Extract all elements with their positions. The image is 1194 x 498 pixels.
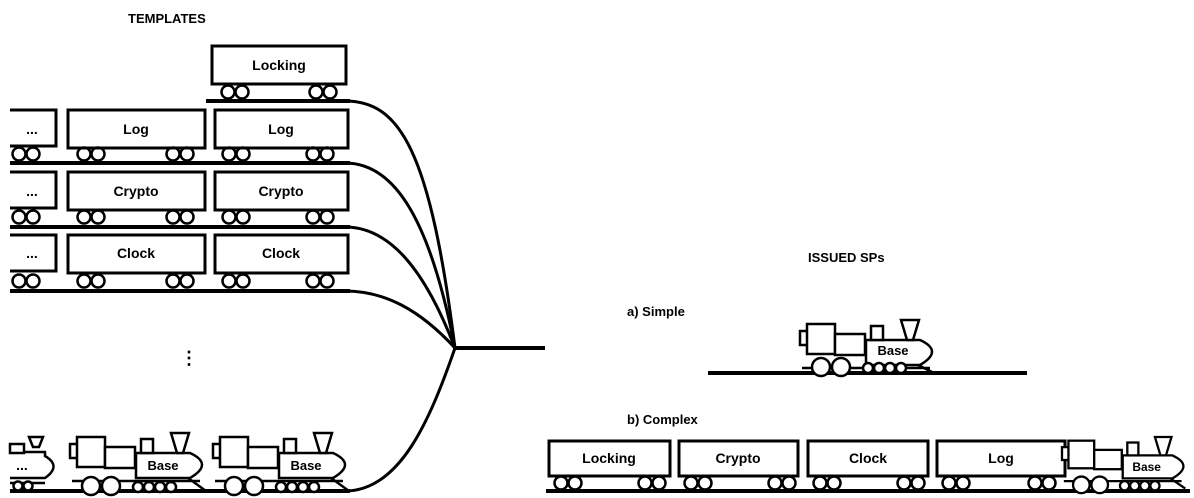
car-clock: Clock	[808, 441, 928, 490]
car-label: Crypto	[113, 183, 158, 199]
locomotive-partial: ...	[10, 437, 54, 491]
car-label: ...	[26, 121, 38, 137]
car-crypto: Crypto	[679, 441, 798, 490]
template-row-clock: ... Clock Clock	[10, 235, 350, 291]
locomotive-label: Base	[147, 458, 178, 473]
car-log: Log	[937, 441, 1065, 490]
car-crypto: Crypto	[68, 172, 205, 224]
car-label: Clock	[849, 450, 887, 466]
car-ellipsis: ...	[10, 172, 56, 224]
car-log: Log	[215, 110, 348, 161]
template-row-locking: Locking	[206, 46, 350, 101]
locomotive-base: Base	[800, 320, 936, 376]
car-label: ...	[26, 245, 38, 261]
car-crypto: Crypto	[215, 172, 348, 224]
locomotive-base: Base	[70, 433, 206, 495]
car-label: Log	[268, 121, 294, 137]
car-label: Crypto	[715, 450, 760, 466]
car-ellipsis: ...	[10, 110, 56, 161]
car-label: Crypto	[258, 183, 303, 199]
car-clock: Clock	[68, 235, 205, 288]
car-label: ...	[26, 183, 38, 199]
locomotive-label: Base	[877, 343, 908, 358]
curve-base	[345, 348, 455, 491]
car-label: Clock	[262, 245, 300, 261]
simple-label: a) Simple	[627, 304, 685, 319]
issued-complex: Locking Crypto Clock Log	[546, 437, 1190, 493]
issued-sps-heading: ISSUED SPs	[808, 250, 885, 265]
car-label: Log	[123, 121, 149, 137]
more-rows-ellipsis: ⋮	[180, 348, 198, 368]
car-ellipsis: ...	[10, 235, 56, 288]
curve-log	[345, 163, 455, 348]
car-log: Log	[68, 110, 205, 161]
car-locking: Locking	[212, 46, 346, 99]
template-row-log: ... Log Log	[10, 110, 350, 163]
wheels	[222, 86, 337, 99]
car-label: Locking	[582, 450, 636, 466]
locomotive-base: Base	[1062, 437, 1185, 493]
complex-label: b) Complex	[627, 412, 699, 427]
car-label: Locking	[252, 57, 306, 73]
car-locking: Locking	[549, 441, 670, 490]
car-label: Log	[988, 450, 1014, 466]
template-row-crypto: ... Crypto Crypto	[10, 172, 350, 227]
car-label: ...	[16, 457, 28, 473]
locomotive-base: Base	[213, 433, 349, 495]
car-label: Clock	[117, 245, 155, 261]
locomotive-label: Base	[290, 458, 321, 473]
locomotive-label: Base	[1132, 460, 1161, 474]
track-junction	[345, 101, 545, 491]
template-row-base: ... Base	[10, 433, 350, 495]
curve-clock	[345, 291, 455, 348]
templates-heading: TEMPLATES	[128, 11, 206, 26]
issued-simple: Base	[708, 320, 1027, 376]
car-clock: Clock	[215, 235, 348, 288]
